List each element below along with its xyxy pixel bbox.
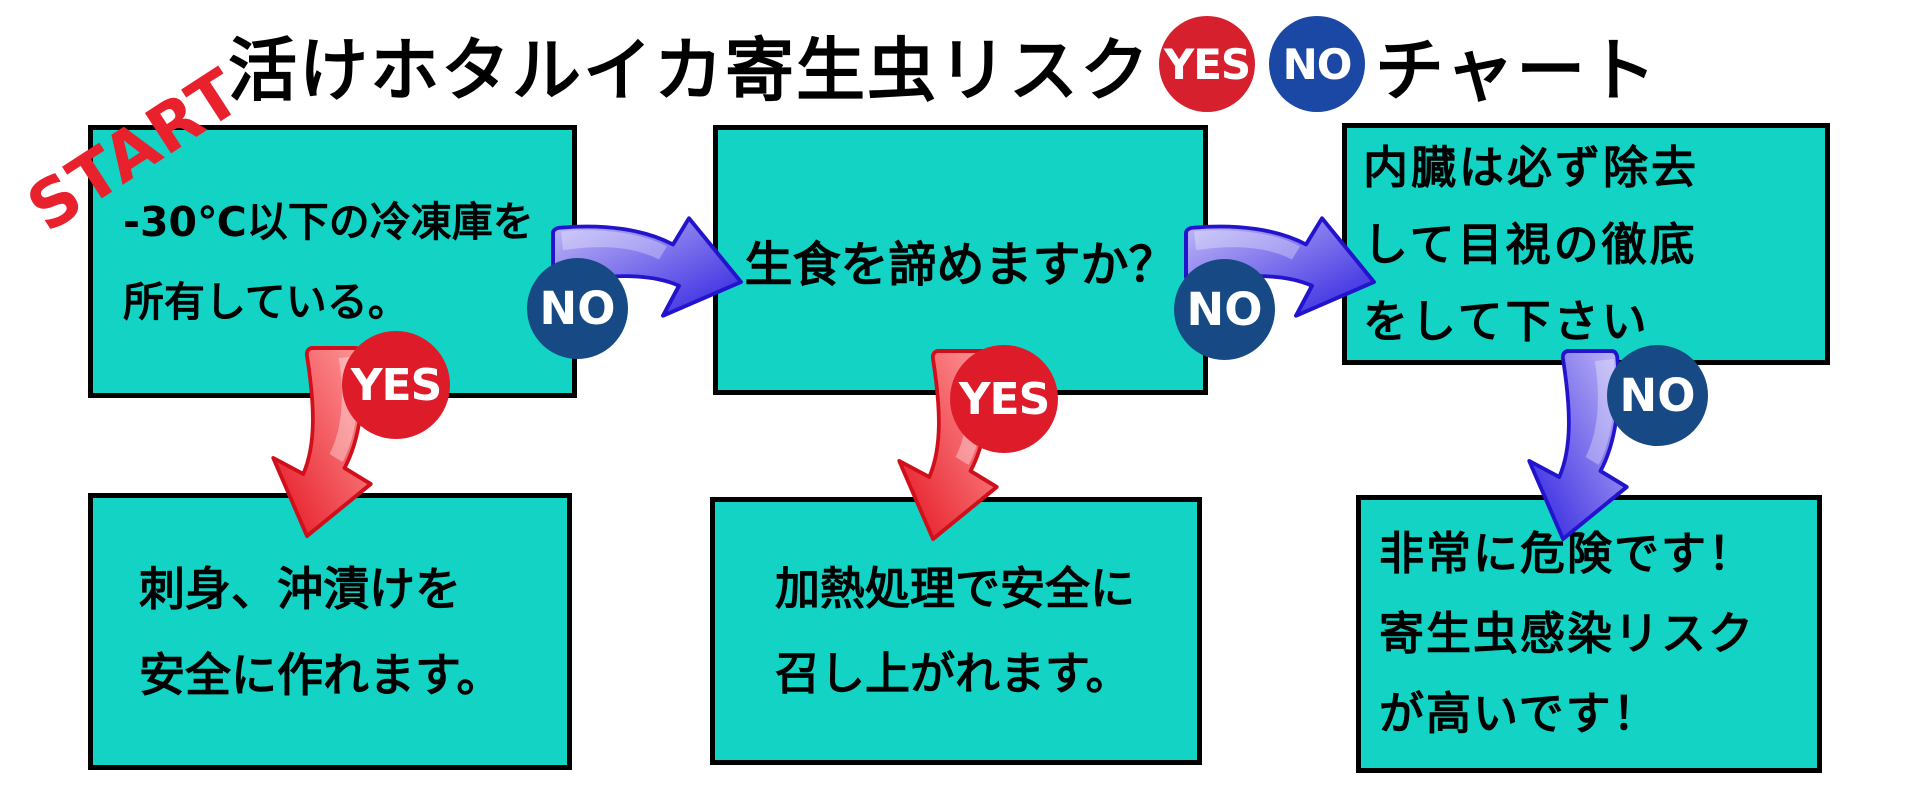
node-text-line: 召し上がれます。 (775, 647, 1131, 700)
node-text-line: 生食を諦めますか？ (744, 237, 1177, 293)
node-text-line: 加熱処理で安全に (775, 562, 1136, 615)
title-yes-badge-label: YES (1163, 39, 1251, 89)
no-badge: NO (1607, 345, 1708, 446)
node-text-line: が高いです！ (1379, 687, 1660, 740)
no-badge: NO (1174, 259, 1275, 360)
page-title: 活けホタルイカ寄生虫リスク YES NO チャート (228, 12, 1658, 116)
node-remove-organs-advice: 内臓は必ず除去 して目視の徹底 をして下さい (1342, 123, 1830, 365)
yes-badge: YES (342, 331, 450, 439)
title-no-badge: NO (1269, 16, 1365, 112)
node-text-line: 刺身、沖漬けを (139, 561, 461, 616)
node-heat-safe-result: 加熱処理で安全に 召し上がれます。 (710, 497, 1202, 765)
node-text-line: -30℃以下の冷凍庫を (123, 197, 534, 246)
title-text-suffix: チャート (1375, 31, 1659, 111)
node-text-line: をして下さい (1363, 294, 1650, 348)
node-text-line: 安全に作れます。 (139, 647, 503, 702)
title-text-prefix: 活けホタルイカ寄生虫リスク (228, 31, 1151, 111)
title-yes-badge: YES (1159, 16, 1255, 112)
node-text-line: 寄生虫感染リスク (1379, 607, 1756, 660)
right-arrow-icon (545, 192, 745, 342)
yes-badge: YES (950, 345, 1058, 453)
node-text-line: 所有している。 (123, 277, 409, 326)
node-text-line: 内臓は必ず除去 (1363, 140, 1700, 194)
no-badge: NO (527, 258, 628, 359)
node-sashimi-safe-result: 刺身、沖漬けを 安全に作れます。 (88, 493, 572, 770)
title-no-badge-label: NO (1282, 39, 1353, 89)
node-text-line: して目視の徹底 (1363, 217, 1698, 271)
